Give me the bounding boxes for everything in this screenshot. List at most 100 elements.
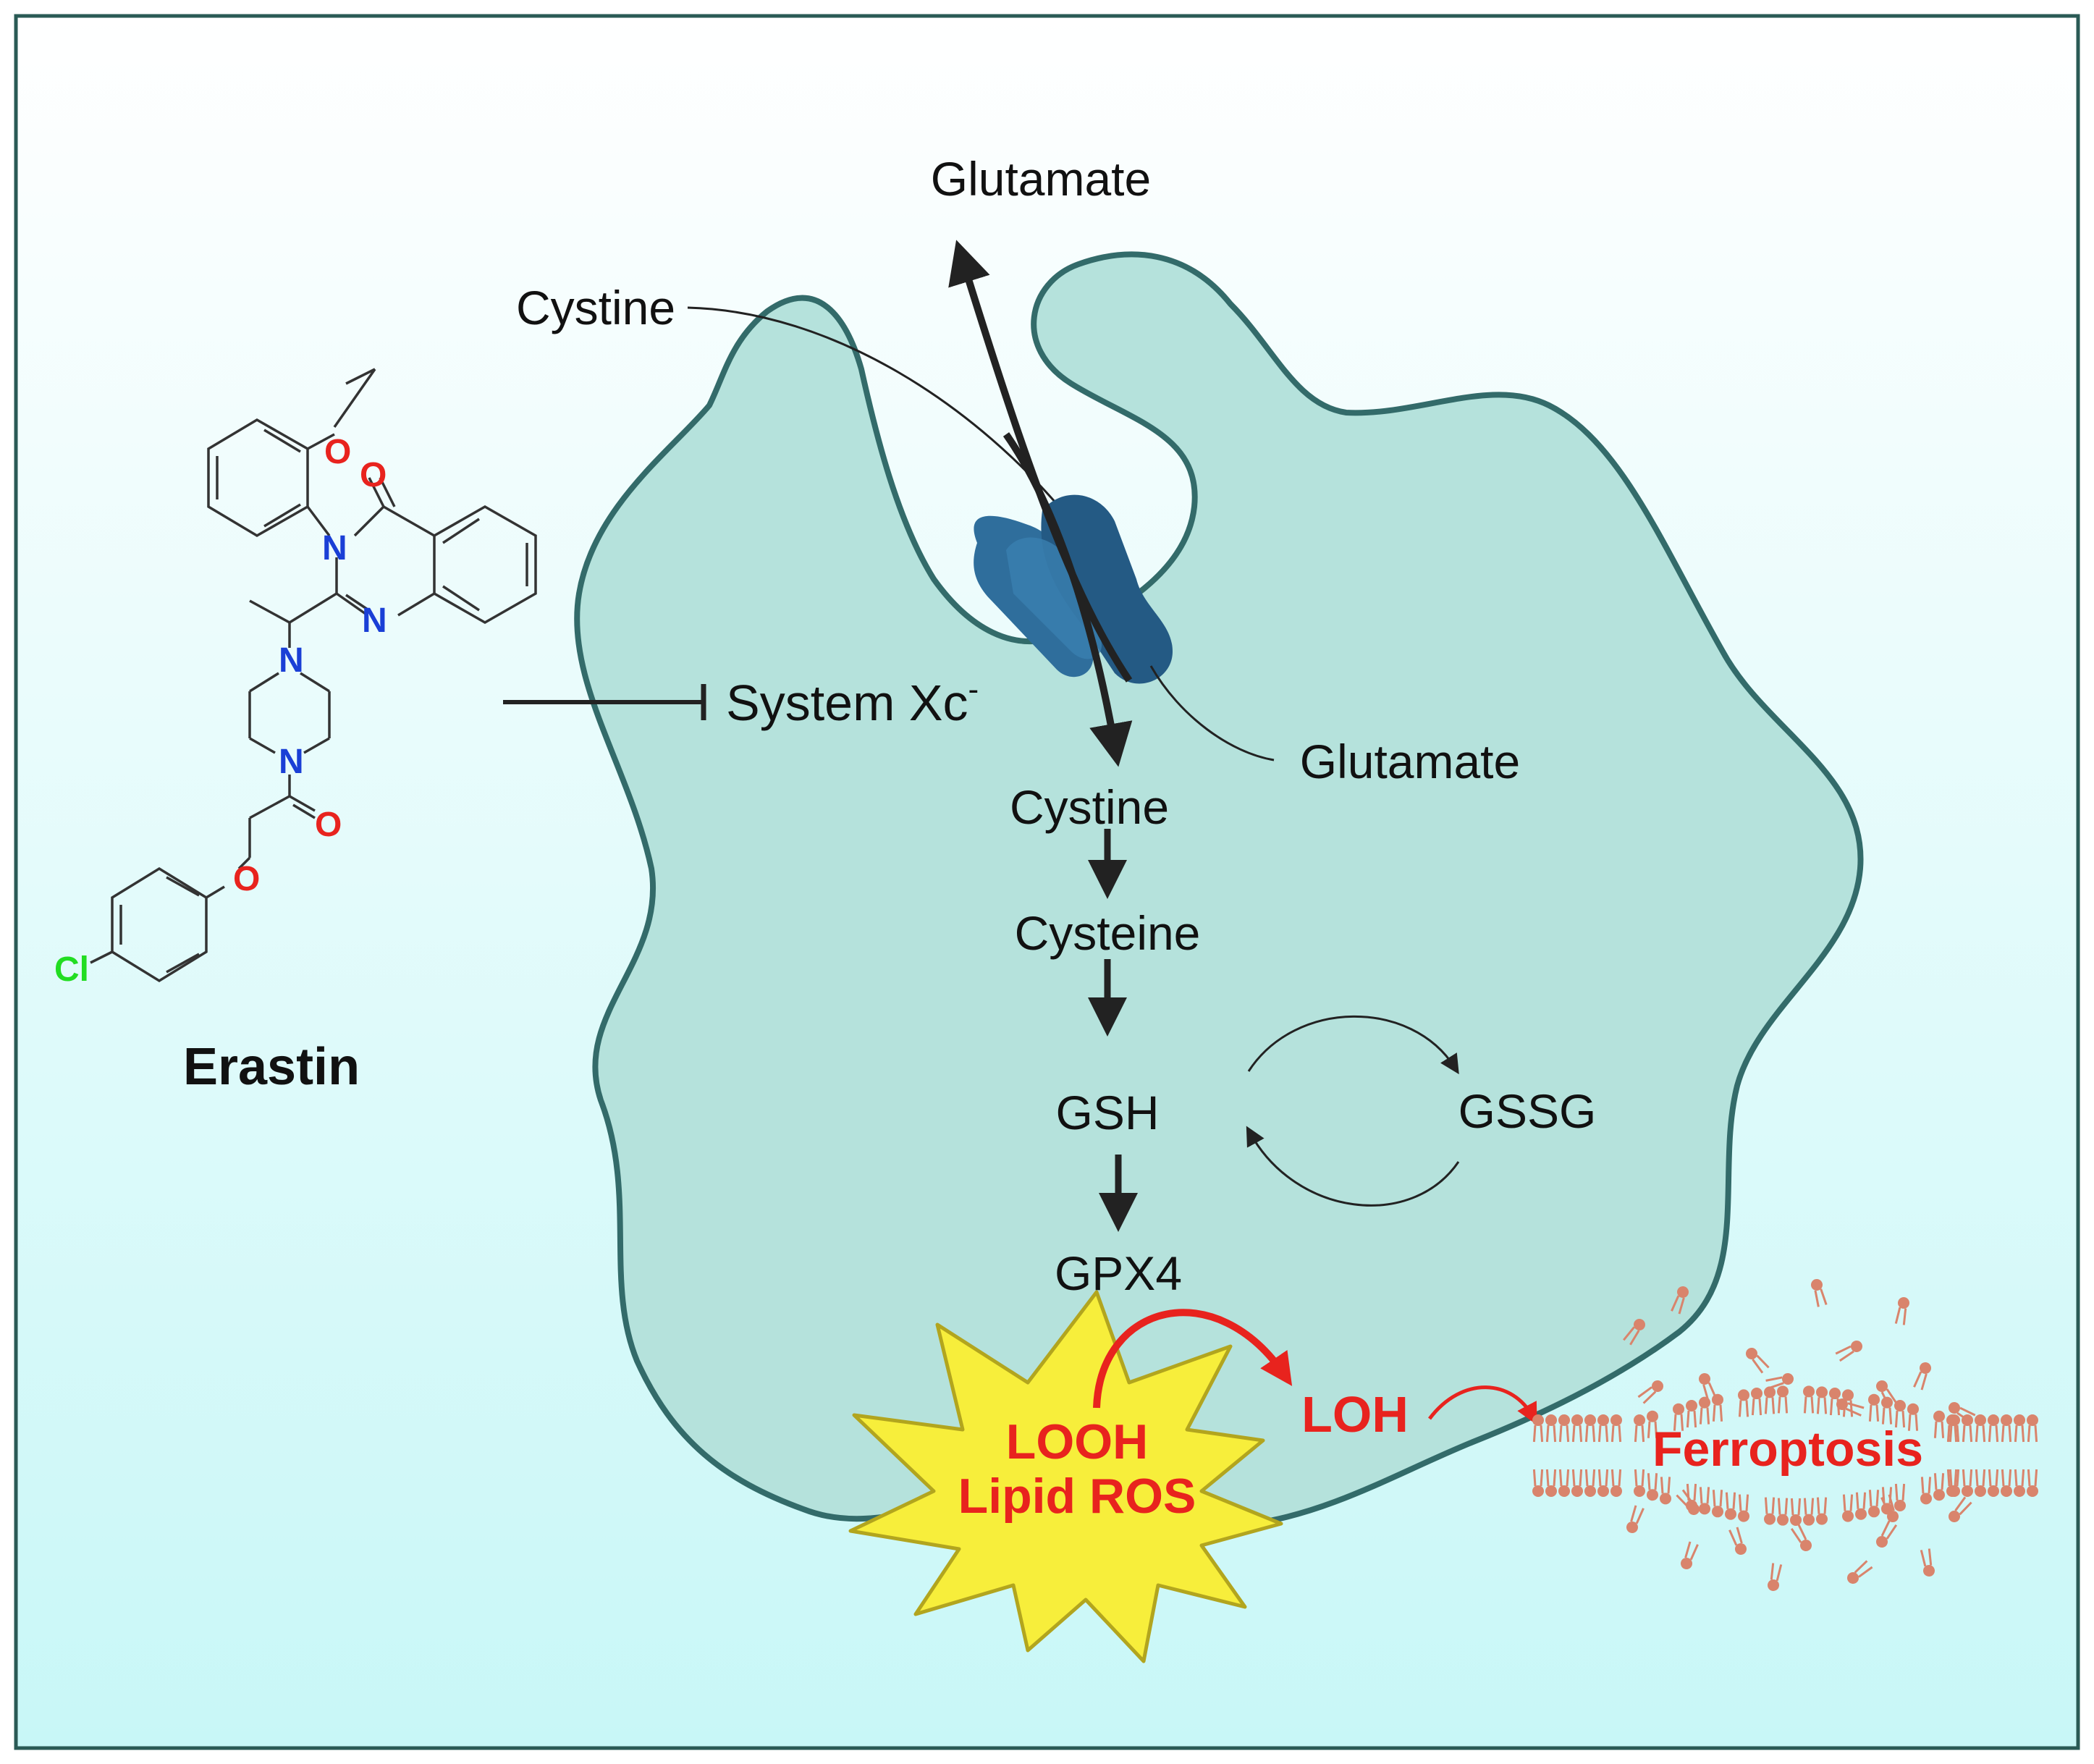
lipid-upper [1764, 1386, 1776, 1414]
system-xc-transporter [974, 494, 1173, 684]
free-lipid [1894, 1297, 1909, 1325]
lipid-upper [1634, 1414, 1645, 1443]
lipid-lower [1660, 1477, 1671, 1505]
lipid-upper [1738, 1389, 1749, 1417]
lipid-lower [2001, 1469, 2012, 1497]
lipid-upper [2001, 1414, 2012, 1443]
lipid-upper [1610, 1414, 1622, 1443]
lipid-lower [1790, 1498, 1802, 1526]
lipid-upper [2027, 1414, 2038, 1443]
free-lipid [1676, 1489, 1700, 1515]
free-lipid [1768, 1563, 1783, 1591]
free-lipid [1623, 1319, 1645, 1346]
lipid-lower [2027, 1469, 2038, 1497]
lipid-upper [2014, 1414, 2025, 1443]
lipid-lower [2014, 1469, 2025, 1497]
atom-o-amide: O [315, 806, 342, 844]
free-lipid [1790, 1524, 1812, 1551]
lipid-lower [1855, 1492, 1867, 1520]
atom-o-phenoxy: O [233, 860, 260, 898]
lipid-lower [1712, 1490, 1723, 1518]
lipid-lower [1647, 1473, 1658, 1501]
atom-n-piperazine-bottom: N [279, 743, 304, 781]
label-cysteine: Cysteine [1015, 906, 1201, 960]
loh-to-ferroptosis-arrow [1428, 1385, 1537, 1425]
lipid-upper [1816, 1386, 1828, 1414]
free-lipid [1949, 1496, 1972, 1522]
looh-to-loh-arrow [1093, 1309, 1293, 1409]
lipid-lower [1777, 1498, 1789, 1526]
label-glutamate-inside: Glutamate [1300, 735, 1520, 788]
free-lipid [1671, 1286, 1689, 1314]
lipid-ros-starburst [848, 1290, 1283, 1663]
lipid-lower [1975, 1469, 1986, 1497]
free-lipid [1765, 1373, 1794, 1390]
free-lipid [1836, 1398, 1865, 1417]
lipid-upper [1975, 1414, 1986, 1443]
lipid-lower [1699, 1487, 1710, 1515]
lipid-upper [1686, 1400, 1697, 1428]
free-lipid [1811, 1279, 1828, 1307]
atom-n-piperazine-top: N [279, 641, 304, 680]
label-system-xc: System Xc- [726, 672, 979, 731]
lipid-lower [1584, 1469, 1596, 1497]
label-lipid-ros: Lipid ROS [958, 1469, 1196, 1524]
free-lipid [1746, 1348, 1770, 1374]
lipid-upper [1584, 1414, 1596, 1443]
lipid-lower [1532, 1469, 1544, 1497]
free-lipid [1913, 1362, 1931, 1390]
lipid-lower [1962, 1469, 1973, 1497]
free-lipid [1626, 1505, 1645, 1533]
lipid-lower [1868, 1490, 1880, 1518]
lipid-lower [1558, 1469, 1570, 1497]
free-lipid [1847, 1560, 1873, 1584]
gssg-to-gsh-arrow [1246, 1126, 1460, 1207]
gsh-to-gssg-arrow [1247, 1015, 1459, 1075]
label-gsh: GSH [1055, 1086, 1159, 1139]
lipid-lower [1946, 1469, 1958, 1497]
label-glutamate-outside: Glutamate [931, 152, 1151, 206]
atom-o-ether: O [324, 433, 351, 471]
label-loh: LOH [1301, 1386, 1409, 1443]
label-gssg: GSSG [1458, 1084, 1597, 1138]
glutamate-leader-line [1149, 665, 1275, 761]
label-ferroptosis: Ferroptosis [1652, 1422, 1923, 1477]
lipid-lower [1597, 1469, 1609, 1497]
lipid-lower [1545, 1469, 1557, 1497]
free-lipid [1728, 1527, 1747, 1555]
erastin-structure [90, 368, 537, 983]
lipid-upper [1751, 1388, 1762, 1416]
free-lipid [1637, 1380, 1663, 1404]
label-looh: LOOH [1006, 1414, 1148, 1469]
lipid-upper [1532, 1414, 1544, 1443]
lipid-upper [1933, 1410, 1945, 1438]
lipid-lower [1803, 1498, 1815, 1526]
atom-n1: N [362, 602, 387, 640]
free-lipid [1876, 1520, 1898, 1548]
label-gpx4: GPX4 [1055, 1246, 1182, 1300]
label-cystine-inside: Cystine [1010, 780, 1169, 834]
lipid-upper [1894, 1400, 1906, 1428]
free-lipid [1949, 1402, 1976, 1424]
label-cystine-outside: Cystine [516, 281, 675, 334]
free-lipid [1920, 1548, 1935, 1577]
lipid-upper [1777, 1385, 1789, 1414]
lipid-upper [1988, 1414, 1999, 1443]
lipid-upper [1907, 1403, 1919, 1431]
lipid-upper [1868, 1393, 1880, 1422]
lipid-lower [1610, 1469, 1622, 1497]
lipid-lower [1571, 1469, 1583, 1497]
lipid-lower [1738, 1494, 1749, 1522]
lipid-lower [1842, 1494, 1854, 1522]
free-lipid [1681, 1541, 1699, 1569]
label-erastin: Erastin [183, 1038, 360, 1096]
atom-o-carbonyl: O [360, 456, 387, 494]
lipid-upper [1558, 1414, 1570, 1443]
lipid-membrane [1532, 1279, 2038, 1591]
lipid-lower [1920, 1477, 1932, 1505]
lipid-upper [1597, 1414, 1609, 1443]
lipid-lower [1933, 1473, 1945, 1501]
lipid-upper [1946, 1414, 1958, 1443]
